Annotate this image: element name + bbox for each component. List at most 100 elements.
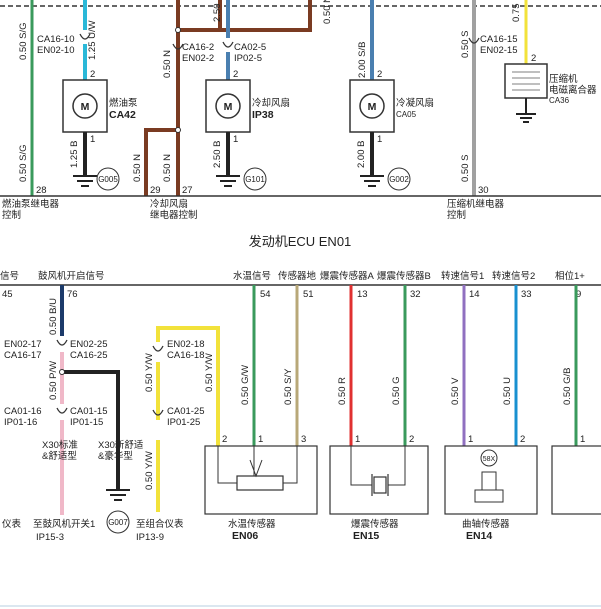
connector-symbol-fan-left — [172, 43, 184, 50]
wire-label-sg-lower: 0.50 S/G — [18, 145, 29, 183]
pin-fuel-2: 2 — [90, 69, 95, 80]
pin-cond-1: 1 — [377, 134, 382, 145]
pin-water-2: 2 — [222, 434, 227, 445]
fuel-relay-label-1: 燃油泵继电器 — [2, 198, 60, 210]
conn-ca01-16: CA01-16 — [4, 406, 42, 417]
wire-label-yw-1: 0.50 Y/W — [144, 353, 155, 392]
thermistor-icon — [236, 475, 284, 491]
pin-crank-1: 1 — [468, 434, 473, 445]
ground-point-g002 — [387, 167, 411, 191]
conn-ca16-17: CA16-17 — [4, 350, 42, 361]
ecu-pin-28: 28 — [36, 185, 47, 196]
sig-label-water: 水温信号 — [233, 270, 271, 282]
conn-en02-25: EN02-25 — [70, 339, 108, 350]
wire-yw — [156, 326, 220, 512]
ecu-pin-29: 29 — [150, 185, 161, 196]
ecu-pin-27: 27 — [182, 185, 193, 196]
wire-label-sb: 2.00 S/B — [357, 42, 368, 78]
conn-en02-10: EN02-10 — [37, 45, 75, 56]
conn-ip01-16: IP01-16 — [4, 417, 37, 428]
conn-en02-2: EN02-2 — [182, 53, 214, 64]
connector-symbol-fuel — [79, 33, 91, 40]
water-sensor-name: 水温传感器 — [228, 518, 276, 530]
phase-sensor-box — [551, 445, 601, 515]
ecu-pin-9: 9 — [576, 289, 581, 300]
crank-sensor-name: 曲轴传感器 — [462, 518, 510, 530]
gear-58x-icon — [480, 449, 498, 467]
variant-x30-std-2: &舒适型 — [42, 450, 77, 462]
pin-crank-2: 2 — [520, 434, 525, 445]
connector-symbol-fan — [222, 41, 234, 48]
dest-yibiao: 仪表 — [2, 518, 22, 530]
motor-m-glyph-2: M — [224, 101, 233, 113]
wire-label-u: 0.50 U — [502, 377, 513, 405]
fuel-pump-code: CA42 — [109, 109, 136, 121]
ground-point-g101 — [243, 167, 267, 191]
dest-fan-switch: 至鼓风机开关1 — [33, 518, 95, 530]
conn-ca16-2: CA16-2 — [182, 42, 214, 53]
clutch-name-2: 电磁离合器 — [549, 84, 597, 96]
wire-junction-2 — [175, 127, 181, 133]
conn-en02-15: EN02-15 — [480, 45, 518, 56]
wire-label-yw-3: 0.50 Y/W — [144, 451, 155, 490]
connector-symbol-comp — [468, 37, 480, 44]
ecu-pin-51: 51 — [303, 289, 314, 300]
water-sensor-code: EN06 — [232, 530, 258, 542]
crank-pickup-icon — [481, 471, 497, 491]
conn-en02-17: EN02-17 — [4, 339, 42, 350]
variant-x30-std-1: X30标准 — [42, 439, 78, 451]
condenser-fan-code: CA05 — [396, 110, 417, 119]
connector-symbol-ca01-25 — [152, 409, 164, 416]
ecu-pin-32: 32 — [410, 289, 421, 300]
wire-label-r: 0.50 R — [337, 377, 348, 405]
wire-junction-1 — [175, 27, 181, 33]
ecu-pin-13: 13 — [357, 289, 368, 300]
ecu-pin-33: 33 — [521, 289, 532, 300]
cooling-fan-code: IP38 — [252, 109, 274, 121]
sig-label-knock-a: 爆震传感器A — [320, 270, 375, 282]
wire-label-gb: 0.50 G/B — [562, 368, 573, 406]
ecu-title: 发动机ECU EN01 — [249, 234, 352, 249]
wire-label-gw: 0.50 G/W — [240, 365, 251, 405]
pin-clutch-2: 2 — [531, 53, 536, 64]
clutch-name-1: 压缩机 — [549, 73, 578, 85]
cooling-fan-motor-icon — [215, 93, 241, 119]
conn-ca02-5: CA02-5 — [234, 42, 266, 53]
pin-knock-1: 1 — [355, 434, 360, 445]
wire-label-n-mid: 0.50 N — [162, 50, 173, 78]
conn-ip02-5: IP02-5 — [234, 53, 262, 64]
connector-symbol-ca01-16 — [56, 407, 68, 414]
wire-label-sy: 0.50 S/Y — [283, 368, 294, 405]
sig-label-speed2: 转速信号2 — [492, 270, 535, 282]
connector-symbol-en02-17 — [56, 339, 68, 346]
comp-relay-label-1: 压缩机继电器 — [447, 198, 505, 210]
wire-label-pw: 0.50 P/W — [48, 361, 59, 400]
crank-pickup-base — [474, 489, 504, 503]
wire-label-b-fuel: 1.25 B — [69, 141, 80, 168]
wire-junction-3 — [59, 369, 65, 375]
variant-x30-new-1: X30新舒适 — [98, 439, 144, 451]
condenser-fan-motor-icon — [359, 93, 385, 119]
wire-label-075: 0.75 — [511, 4, 522, 23]
piezo-crystal-icon — [373, 476, 387, 494]
wire-label-s-upper: 0.50 S — [460, 31, 471, 58]
connector-symbol-en02-18 — [152, 345, 164, 352]
ecu-pin-45: 45 — [2, 289, 13, 300]
wire-label-sg-upper: 0.50 S/G — [18, 23, 29, 61]
fan-relay-label-2: 继电器控制 — [150, 209, 198, 221]
sig-label-knock-b: 爆震传感器B — [377, 270, 431, 282]
ground-point-g007 — [106, 510, 130, 534]
wire-label-v: 0.50 V — [450, 377, 461, 405]
ecu-pin-14: 14 — [469, 289, 480, 300]
thermistor-arrow — [249, 459, 263, 478]
pin-water-3: 3 — [301, 434, 306, 445]
wire-label-bu: 0.50 B/U — [48, 298, 59, 335]
wire-label-b-cond: 2.00 B — [356, 141, 367, 168]
conn-en02-18: EN02-18 — [167, 339, 205, 350]
fuel-relay-label-2: 控制 — [2, 209, 21, 221]
knock-sensor-name: 爆震传感器 — [351, 518, 399, 530]
dest-ip15-3: IP15-3 — [36, 532, 64, 543]
label-58x: 58X — [483, 456, 496, 463]
wire-label-s-lower: 0.50 S — [460, 155, 471, 182]
